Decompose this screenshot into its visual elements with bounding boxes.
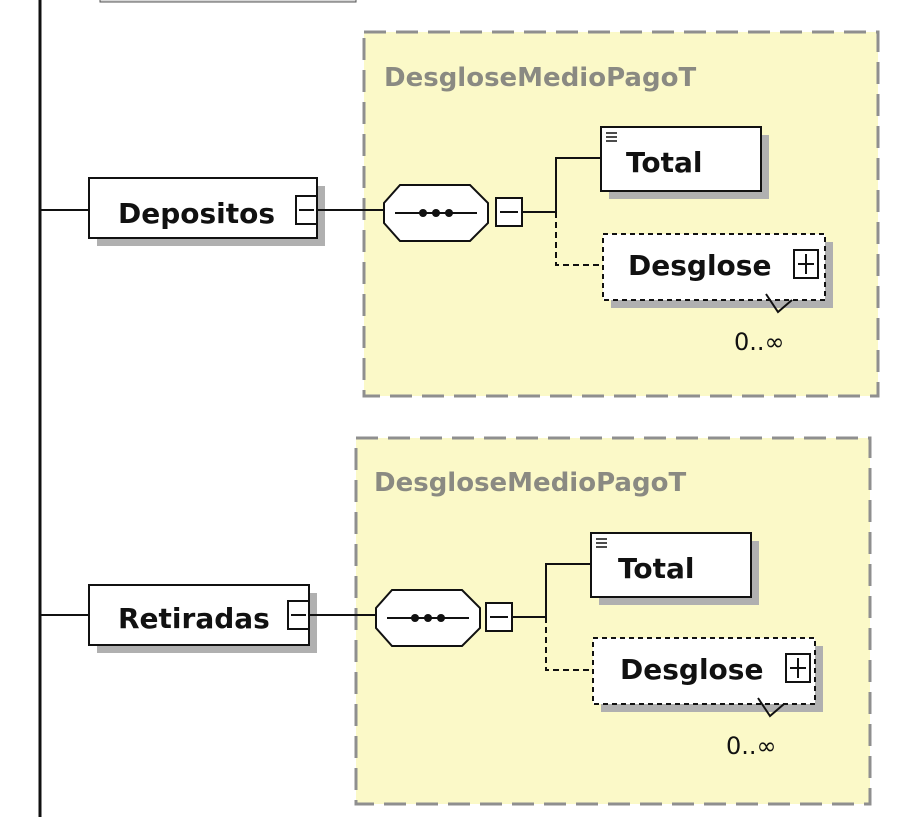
simple-content-icon xyxy=(596,538,607,548)
expand-icon[interactable] xyxy=(793,249,819,279)
group-retiradas: DesgloseMedioPagoT Retiradas xyxy=(40,436,872,806)
optional-connector-line xyxy=(545,617,592,671)
connector-line xyxy=(545,563,592,617)
element-total[interactable]: Total xyxy=(600,126,769,199)
element-label: Desglose xyxy=(628,249,771,282)
repeat-marker xyxy=(757,697,785,718)
expand-icon[interactable] xyxy=(785,653,811,683)
element-desglose[interactable]: Desglose xyxy=(602,233,833,314)
occurrence-label: 0..∞ xyxy=(734,328,785,356)
repeat-marker xyxy=(765,293,793,314)
element-retiradas[interactable]: Retiradas xyxy=(88,584,317,653)
simple-content-icon xyxy=(606,132,617,142)
collapse-icon[interactable] xyxy=(485,602,513,632)
collapse-icon[interactable] xyxy=(495,197,523,227)
element-label: Total xyxy=(618,552,695,585)
element-total[interactable]: Total xyxy=(590,532,759,605)
optional-connector-line xyxy=(555,212,602,266)
connector-line xyxy=(555,157,602,212)
type-name-label: DesgloseMedioPagoT xyxy=(374,468,686,498)
sequence-compositor[interactable] xyxy=(375,589,513,647)
collapse-icon[interactable] xyxy=(295,195,318,225)
element-label: Total xyxy=(626,146,703,179)
occurrence-label: 0..∞ xyxy=(726,732,777,760)
element-label: Desglose xyxy=(620,653,763,686)
group-depositos: DesgloseMedioPagoT Depositos xyxy=(40,30,880,398)
element-depositos[interactable]: Depositos xyxy=(88,177,325,246)
collapse-icon[interactable] xyxy=(287,600,310,630)
partial-element-box xyxy=(99,0,357,3)
type-name-label: DesgloseMedioPagoT xyxy=(384,63,696,93)
element-label: Depositos xyxy=(118,197,275,230)
element-label: Retiradas xyxy=(118,602,270,635)
element-desglose[interactable]: Desglose xyxy=(592,637,823,718)
